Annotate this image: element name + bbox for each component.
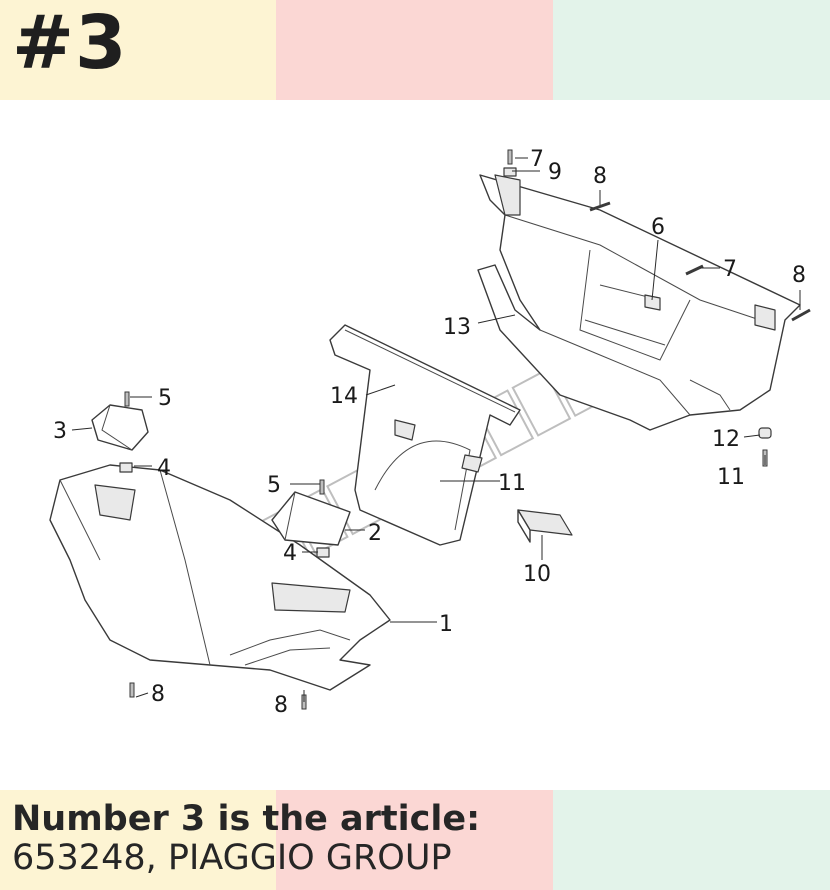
square-nut <box>503 167 517 177</box>
band-stripe-mint <box>553 790 830 890</box>
callout-2: 2 <box>368 521 382 546</box>
clip-part <box>316 547 330 558</box>
band-stripe-yellow <box>0 790 276 890</box>
front-handlebar-cover <box>49 464 391 691</box>
callout-7: 7 <box>723 257 737 282</box>
callout-3: 3 <box>53 419 67 444</box>
rubber-grommet <box>758 427 772 439</box>
band-stripe-mint <box>553 0 830 100</box>
bottom-banner: Number 3 is the article: 653248, PIAGGIO… <box>0 790 830 890</box>
callout-10: 10 <box>523 562 551 587</box>
callout-9: 9 <box>548 160 562 185</box>
callout-11: 11 <box>498 471 526 496</box>
band-stripe-pink <box>276 0 553 100</box>
caption-article-number: 653248, PIAGGIO GROUP <box>12 838 452 878</box>
callout-4: 4 <box>157 456 171 481</box>
callout-8: 8 <box>593 164 607 189</box>
callout-14: 14 <box>330 384 358 409</box>
callout-12: 12 <box>712 427 740 452</box>
inner-panel <box>329 324 521 546</box>
callout-5: 5 <box>158 386 172 411</box>
bracket-part <box>517 509 573 543</box>
band-stripe-pink <box>276 790 553 890</box>
callout-labels: 1 2 3 4 4 5 5 6 7 7 8 8 8 8 9 10 11 11 1… <box>53 147 806 718</box>
callout-1: 1 <box>439 612 453 637</box>
leader-lines <box>71 157 801 702</box>
callout-6: 6 <box>651 215 665 240</box>
band-stripe-yellow <box>0 0 276 100</box>
callout-8: 8 <box>274 693 288 718</box>
cover-cap-left <box>91 404 149 451</box>
callout-5: 5 <box>267 473 281 498</box>
caption-heading: Number 3 is the article: <box>12 799 481 839</box>
cover-cap-center <box>271 491 351 546</box>
callout-8: 8 <box>792 263 806 288</box>
exploded-parts-diagram: 1 2 3 4 4 5 5 6 7 7 8 8 8 8 9 10 11 11 1… <box>49 147 811 718</box>
callout-4: 4 <box>283 541 297 566</box>
clip-part <box>119 462 133 473</box>
top-banner: #3 <box>0 0 830 100</box>
callout-13: 13 <box>443 315 471 340</box>
callout-8: 8 <box>151 682 165 707</box>
rear-handlebar-cover <box>477 174 801 431</box>
callout-7: 7 <box>530 147 544 172</box>
item-number-badge: #3 <box>12 0 128 86</box>
callout-11: 11 <box>717 465 745 490</box>
